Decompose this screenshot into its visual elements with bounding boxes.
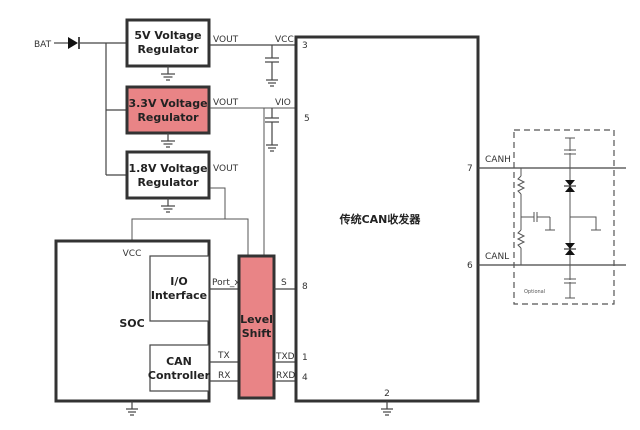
v18-distribution xyxy=(131,218,249,256)
pin-7-number: 7 xyxy=(467,164,473,174)
regulator-5v-title: 5V Voltage xyxy=(134,29,201,42)
rxd-pin-label: RXD xyxy=(276,371,295,381)
pin-8-number: 8 xyxy=(302,282,308,292)
soc-label: SOC xyxy=(119,317,144,330)
capacitor-icon xyxy=(265,45,279,87)
s-pin-label: S xyxy=(281,278,287,288)
level-shift-title: Level xyxy=(240,313,273,326)
regulator-5v-vout: VOUT xyxy=(213,35,239,45)
ground-icon xyxy=(126,401,138,416)
diode-icon xyxy=(68,37,80,49)
level-shift-block: Level Shift xyxy=(237,254,276,400)
canl-label: CANL xyxy=(485,252,509,262)
regulator-3v3: 3.3V Voltage Regulator VOUT xyxy=(125,85,239,135)
capacitor-icon xyxy=(564,278,576,299)
transceiver-label: 传统CAN收发器 xyxy=(339,212,422,226)
txd-pin-label: TXD xyxy=(275,352,295,362)
regulator-3v3-subtitle: Regulator xyxy=(137,111,199,124)
port-x-label: Port_x xyxy=(212,278,240,288)
capacitor-icon xyxy=(265,108,279,152)
vio-pin-label: VIO xyxy=(275,98,291,108)
rx-label: RX xyxy=(218,371,230,381)
can-transceiver: 传统CAN收发器 VCC 3 VIO 5 8 1 4 2 7 6 xyxy=(275,35,480,403)
can-controller-subtitle: Controller xyxy=(148,369,211,382)
regulator-5v: 5V Voltage Regulator VOUT xyxy=(125,18,239,68)
regulator-3v3-box xyxy=(125,85,211,135)
tx-label: TX xyxy=(217,351,230,361)
pin-6-number: 6 xyxy=(467,261,473,271)
pin-4-number: 4 xyxy=(302,373,308,383)
level-shift-box xyxy=(237,254,276,400)
tvs-diode-icon xyxy=(564,243,576,255)
regulator-5v-subtitle: Regulator xyxy=(137,43,199,56)
regulator-3v3-vout: VOUT xyxy=(213,98,239,108)
regulator-1v8-subtitle: Regulator xyxy=(137,176,199,189)
regulator-1v8-vout: VOUT xyxy=(213,164,239,174)
optional-dashed-border xyxy=(513,129,615,305)
bat-label: BAT xyxy=(34,40,52,50)
can-controller-title: CAN xyxy=(166,355,192,368)
tvs-ground-wire xyxy=(570,216,597,230)
level-shift-subtitle: Shift xyxy=(242,327,272,340)
regulator-1v8-title: 1.8V Voltage xyxy=(128,162,207,175)
pin-5-number: 5 xyxy=(304,114,310,124)
io-interface-title: I/O xyxy=(170,275,187,288)
transceiver-box xyxy=(294,35,480,403)
regulator-3v3-title: 3.3V Voltage xyxy=(128,97,207,110)
tvs-diode-icon xyxy=(564,180,576,192)
optional-label: Optional xyxy=(524,289,545,295)
io-interface-box xyxy=(149,255,210,322)
regulator-1v8: 1.8V Voltage Regulator VOUT xyxy=(125,150,239,200)
io-interface-subtitle: Interface xyxy=(151,289,207,302)
capacitor-icon xyxy=(521,212,555,231)
pin-3-number: 3 xyxy=(302,41,308,51)
pin-2-number: 2 xyxy=(384,389,390,399)
v18-net xyxy=(210,187,226,219)
ground-icon xyxy=(381,401,393,416)
canh-label: CANH xyxy=(485,155,511,165)
vcc-pin-label: VCC xyxy=(275,35,294,45)
resistor-icon xyxy=(516,175,526,195)
ground-icon xyxy=(161,66,175,81)
soc-vcc-label: VCC xyxy=(123,249,142,259)
resistor-icon xyxy=(516,229,526,249)
can-controller-box xyxy=(149,344,210,392)
soc-block: VCC SOC I/O Interface CAN Controller xyxy=(54,239,211,403)
capacitor-icon xyxy=(564,137,576,155)
regulator-1v8-box xyxy=(125,150,211,200)
ground-icon xyxy=(161,133,175,148)
pin-1-number: 1 xyxy=(302,353,308,363)
ground-icon xyxy=(161,198,175,213)
optional-protection-block: Optional xyxy=(513,129,615,305)
